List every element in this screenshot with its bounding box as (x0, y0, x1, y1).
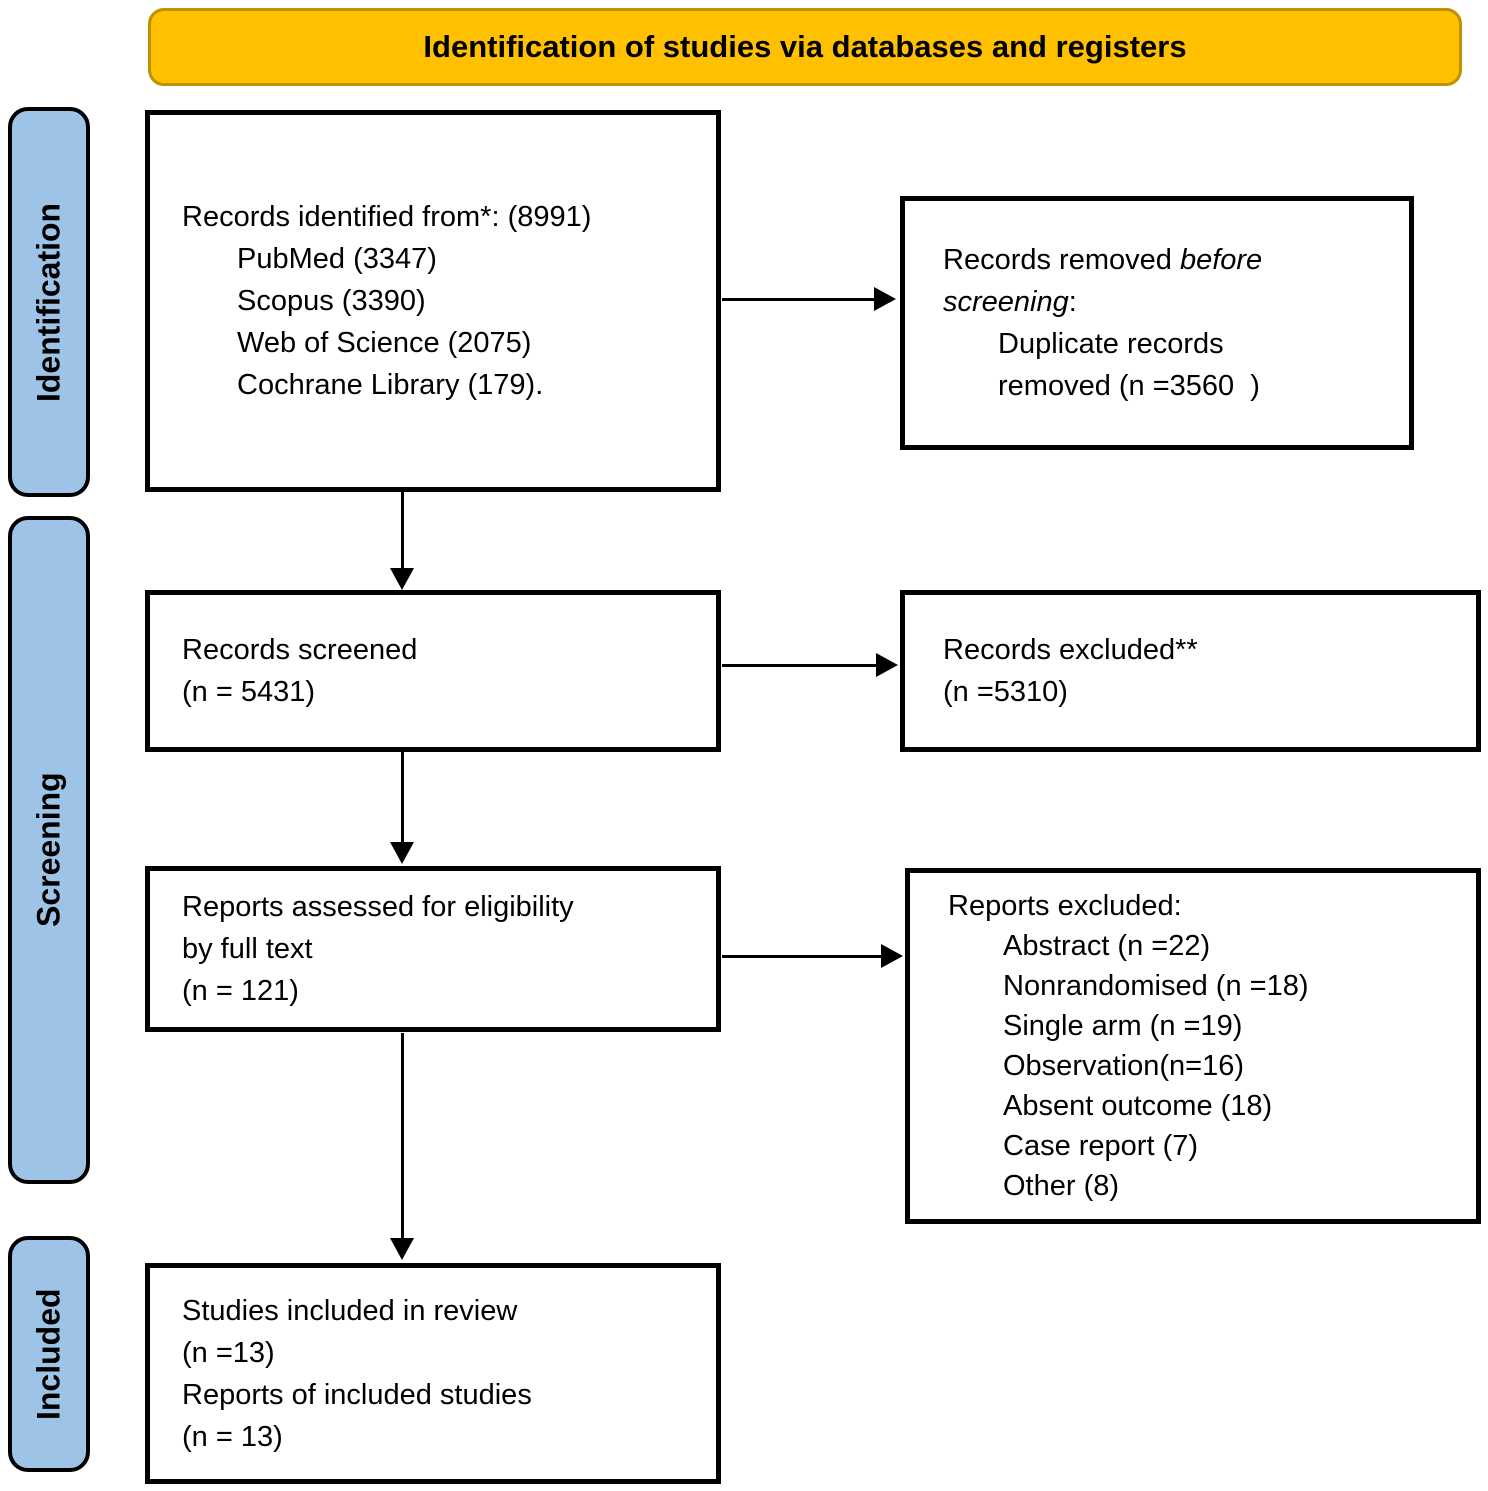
arrow-line (401, 1033, 404, 1238)
reports-excluded-item-abstract: Abstract (n =22) (1003, 930, 1211, 962)
records-removed-title-colon: : (1068, 286, 1077, 318)
box-reports-assessed: Reports assessed for eligibility by full… (145, 866, 721, 1032)
arrow-line (722, 298, 874, 301)
records-removed-title-normal: Records removed (943, 244, 1180, 276)
reports-excluded-item-observation: Observation(n=16) (1003, 1050, 1244, 1082)
reports-assessed-line2: by full text (182, 933, 313, 965)
arrow-line (722, 664, 876, 667)
reports-excluded-item-absent-outcome: Absent outcome (18) (1003, 1090, 1273, 1122)
reports-excluded-item-nonrandomised: Nonrandomised (n =18) (1003, 970, 1309, 1002)
reports-excluded-item-other: Other (8) (1003, 1170, 1120, 1202)
stage-identification-text: Identification (30, 202, 67, 402)
box-records-screened: Records screened (n = 5431) (145, 590, 721, 752)
banner-title: Identification of studies via databases … (148, 8, 1462, 86)
records-removed-title-italic1: before (1179, 244, 1263, 276)
records-excluded-line1: Records excluded** (943, 634, 1198, 666)
banner-title-label: Identification of studies via databases … (423, 29, 1187, 64)
arrow-head-down-icon (390, 1238, 414, 1260)
stage-label-included: Included (8, 1236, 90, 1472)
reports-assessed-line1: Reports assessed for eligibility (182, 891, 574, 923)
reports-excluded-item-case-report: Case report (7) (1003, 1130, 1199, 1162)
records-excluded-line2: (n =5310) (943, 676, 1068, 708)
records-identified-item-wos: Web of Science (2075) (237, 327, 532, 359)
records-identified-item-pubmed: PubMed (3347) (237, 243, 437, 275)
records-identified-title: Records identified from*: (8991) (182, 201, 592, 233)
studies-included-line2: (n =13) (182, 1336, 275, 1369)
reports-assessed-line3: (n = 121) (182, 975, 299, 1007)
stage-label-screening: Screening (8, 516, 90, 1184)
studies-included-line1: Studies included in review (182, 1294, 518, 1327)
arrow-head-right-icon (876, 653, 898, 677)
records-identified-item-scopus: Scopus (3390) (237, 285, 426, 317)
box-records-removed: Records removed before screening: Duplic… (900, 196, 1414, 450)
records-screened-line2: (n = 5431) (182, 676, 316, 708)
box-records-excluded: Records excluded** (n =5310) (900, 590, 1481, 752)
records-screened-line1: Records screened (182, 634, 418, 666)
records-identified-item-cochrane: Cochrane Library (179). (237, 369, 544, 401)
records-removed-item-line2: removed (n =3560 ) (998, 370, 1260, 402)
arrow-head-down-icon (390, 842, 414, 864)
records-removed-title-line2: screening: (943, 281, 1399, 323)
stage-label-identification: Identification (8, 107, 90, 497)
studies-included-line3: Reports of included studies (182, 1378, 532, 1411)
box-reports-excluded: Reports excluded: Abstract (n =22) Nonra… (905, 868, 1481, 1224)
arrow-head-right-icon (874, 287, 896, 311)
stage-screening-text: Screening (30, 772, 67, 928)
box-records-identified: Records identified from*: (8991) PubMed … (145, 110, 721, 492)
arrow-line (401, 752, 404, 842)
records-removed-title-italic2: screening (943, 286, 1069, 318)
reports-excluded-title: Reports excluded: (948, 890, 1182, 922)
records-removed-item-line1: Duplicate records (998, 328, 1224, 360)
arrow-line (401, 492, 404, 568)
records-removed-title-line1: Records removed before (943, 239, 1399, 281)
arrow-head-down-icon (390, 568, 414, 590)
box-studies-included: Studies included in review (n =13) Repor… (145, 1263, 721, 1484)
reports-excluded-item-single-arm: Single arm (n =19) (1003, 1010, 1243, 1042)
arrow-line (722, 955, 881, 958)
studies-included-line4: (n = 13) (182, 1420, 283, 1453)
stage-included-text: Included (30, 1288, 67, 1420)
arrow-head-right-icon (881, 944, 903, 968)
